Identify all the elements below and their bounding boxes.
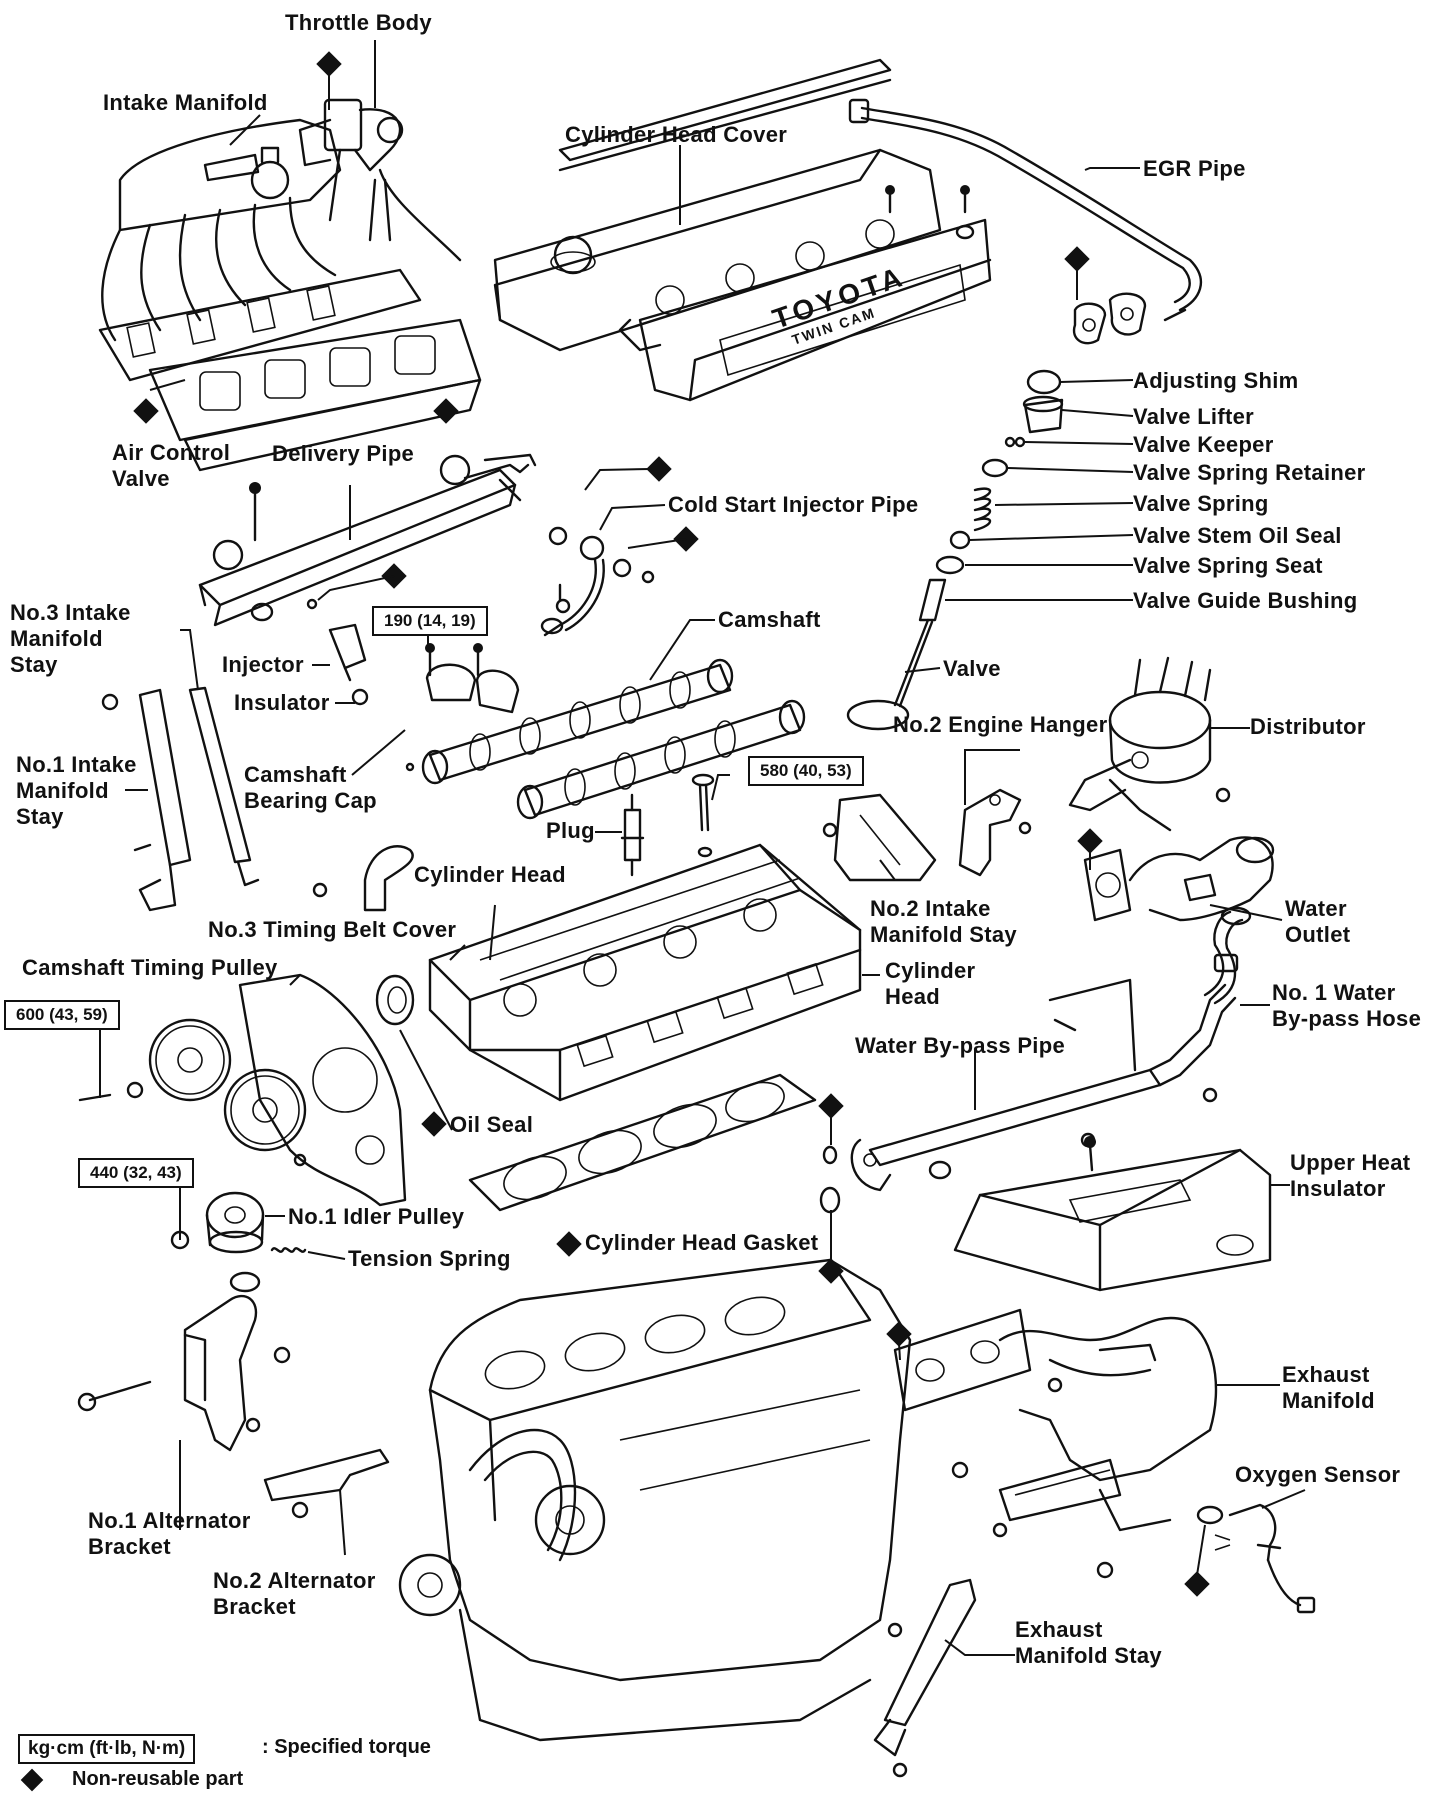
label-intake-manifold: Intake Manifold [103,90,268,115]
label-throttle-body: Throttle Body [285,10,432,35]
exhaust-manifold-stay-drawing [873,1578,977,1778]
label-cylinder-head-right: Cylinder Head [885,958,976,1009]
label-camshaft: Camshaft [718,607,821,632]
label-no1-intake-manifold-stay: No.1 Intake Manifold Stay [16,752,137,829]
intake-gasket-drawing [148,318,482,472]
label-valve-keeper: Valve Keeper [1133,432,1274,457]
egr-pipe-drawing [848,98,1202,345]
injector-drawing [250,598,369,706]
label-no3-intake-manifold-stay: No.3 Intake Manifold Stay [10,600,131,677]
label-cylinder-head-gasket: Cylinder Head Gasket [585,1230,819,1255]
label-no2-engine-hanger: No.2 Engine Hanger [893,712,1108,737]
distributor-drawing [1068,656,1231,832]
label-valve-spring-retainer: Valve Spring Retainer [1133,460,1366,485]
label-injector: Injector [222,652,304,677]
no2-intake-manifold-stay-drawing [822,793,937,882]
label-valve: Valve [943,656,1001,681]
cylinder-head-drawing [428,843,862,1102]
cold-start-injector-pipe-drawing [540,526,655,637]
label-insulator: Insulator [234,690,330,715]
label-no3-timing-belt-cover: No.3 Timing Belt Cover [208,917,457,942]
label-no1-alternator-bracket: No.1 Alternator Bracket [88,1508,251,1559]
label-camshaft-timing-pulley: Camshaft Timing Pulley [22,955,278,980]
legend-torque-text: : Specified torque [262,1736,431,1758]
label-no1-idler-pulley: No.1 Idler Pulley [288,1204,465,1229]
label-oxygen-sensor: Oxygen Sensor [1235,1462,1401,1487]
no2-alternator-bracket-drawing [263,1448,390,1519]
intake-manifold-stays-drawing [101,686,260,912]
torque-box-580: 580 (40, 53) [748,756,864,786]
label-cold-start-injector-pipe: Cold Start Injector Pipe [668,492,919,517]
label-valve-spring: Valve Spring [1133,491,1269,516]
label-no1-water-bypass-hose: No. 1 Water By-pass Hose [1272,980,1422,1031]
head-bolt-drawing [691,773,715,858]
torque-box-600: 600 (43, 59) [4,1000,120,1030]
label-valve-guide-bushing: Valve Guide Bushing [1133,588,1358,613]
label-valve-lifter: Valve Lifter [1133,404,1254,429]
camshaft-timing-pulleys-drawing [78,1018,307,1167]
label-exhaust-manifold: Exhaust Manifold [1282,1362,1375,1413]
label-distributor: Distributor [1250,714,1366,739]
camshafts-drawing [421,658,806,820]
label-plug: Plug [546,818,595,843]
camshaft-bearing-cap-drawing [405,643,520,772]
label-air-control-valve: Air Control Valve [112,440,231,491]
water-outlet-drawing [1083,836,1275,922]
label-cylinder-head-top: Cylinder Head [414,862,566,887]
label-tension-spring: Tension Spring [348,1246,511,1271]
engine-block-drawing [398,1258,912,1742]
torque-box-440: 440 (32, 43) [78,1158,194,1188]
label-water-bypass-pipe: Water By-pass Pipe [855,1033,1065,1058]
label-upper-heat-insulator: Upper Heat Insulator [1290,1150,1411,1201]
legend-torque-box: kg·cm (ft·lb, N·m) [18,1734,196,1764]
cylinder-head-gasket-drawing [468,1073,841,1214]
label-adjusting-shim: Adjusting Shim [1133,368,1299,393]
oil-seal-drawing [375,974,415,1026]
idler-pulley-drawing [170,1191,307,1254]
delivery-pipe-drawing [198,453,537,627]
cover-bolts-drawing [885,185,975,240]
label-camshaft-bearing-cap: Camshaft Bearing Cap [244,762,377,813]
label-exhaust-manifold-stay: Exhaust Manifold Stay [1015,1617,1162,1668]
label-cylinder-head-cover: Cylinder Head Cover [565,122,788,147]
non-reusable-markers [133,51,1210,1597]
upper-heat-insulator-drawing [953,1136,1272,1292]
intake-manifold-drawing [98,118,422,382]
label-valve-spring-seat: Valve Spring Seat [1133,553,1323,578]
torque-box-190: 190 (14, 19) [372,606,488,636]
head-bracket-drawing [312,845,414,912]
cylinder-head-cover-drawing [493,58,992,402]
throttle-body-drawing [298,98,462,262]
label-delivery-pipe: Delivery Pipe [272,441,415,466]
legend-nonreusable-text: Non-reusable part [72,1768,244,1790]
label-valve-stem-oil-seal: Valve Stem Oil Seal [1133,523,1342,548]
water-bypass-pipe-drawing [850,906,1252,1192]
label-no2-intake-manifold-stay: No.2 Intake Manifold Stay [870,896,1017,947]
no3-timing-belt-cover-drawing [238,973,407,1207]
no2-engine-hanger-drawing [958,788,1032,877]
label-egr-pipe: EGR Pipe [1143,156,1246,181]
label-water-outlet: Water Outlet [1285,896,1351,947]
label-no2-alternator-bracket: No.2 Alternator Bracket [213,1568,376,1619]
oxygen-sensor-drawing [1196,1503,1316,1614]
spark-plug-drawing [620,793,645,877]
no1-alternator-bracket-drawing [77,1271,291,1452]
label-oil-seal: Oil Seal [450,1112,534,1137]
exhaust-manifold-drawing [893,1308,1218,1579]
